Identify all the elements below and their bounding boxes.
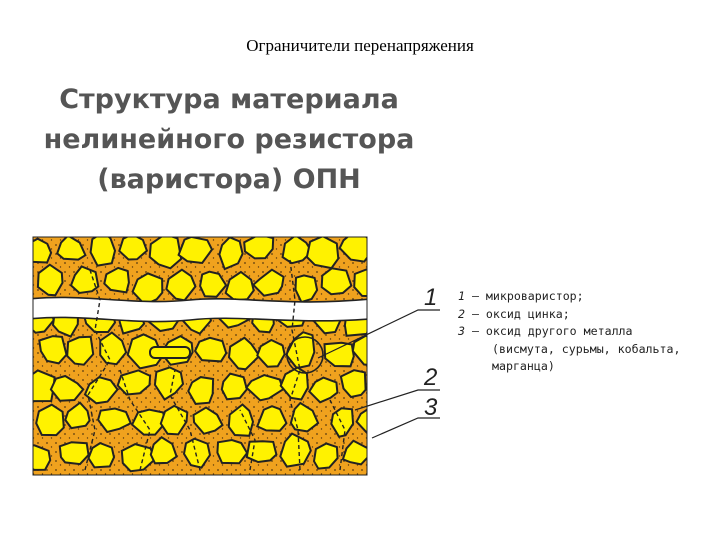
- zinc-oxide-grain: [341, 439, 367, 466]
- zinc-oxide-grain: [220, 372, 249, 401]
- zinc-oxide-grain: [33, 444, 52, 471]
- zinc-oxide-grain: [245, 440, 278, 464]
- legend-item-3-cont-1: (висмута, сурьмы, кобальта,: [492, 341, 681, 356]
- callout-3: 3: [424, 394, 438, 421]
- legend-item-3: 3 — оксид другого металла: [458, 324, 633, 338]
- zinc-oxide-grain: [330, 407, 355, 438]
- zinc-oxide-grain: [33, 369, 56, 403]
- zinc-oxide-grain: [216, 438, 249, 465]
- callout-1: 1: [424, 284, 438, 311]
- crack-channel: [33, 296, 367, 323]
- microstructure-panel: [33, 237, 367, 475]
- zinc-oxide-grain: [49, 374, 85, 402]
- zinc-oxide-grain: [58, 441, 90, 466]
- zinc-oxide-grain: [218, 237, 244, 271]
- zinc-oxide-grain: [148, 237, 183, 270]
- zinc-oxide-grain: [33, 237, 53, 264]
- zinc-oxide-grain: [116, 369, 152, 396]
- zinc-oxide-grain: [243, 237, 275, 260]
- leader-lines: [317, 309, 440, 439]
- zinc-oxide-grain: [192, 406, 224, 435]
- current-path: [119, 369, 151, 471]
- zinc-oxide-grain: [353, 268, 367, 298]
- current-path: [239, 409, 256, 471]
- zinc-oxide-grain: [256, 405, 288, 432]
- zinc-oxide-grain: [199, 270, 228, 298]
- zinc-oxide-grain: [245, 374, 285, 402]
- legend-item-3-cont-2: марганца): [492, 359, 555, 373]
- zinc-oxide-grain: [227, 403, 255, 437]
- zinc-oxide-grain: [308, 376, 339, 404]
- zinc-oxide-grain: [64, 401, 91, 430]
- callout-2: 2: [424, 364, 438, 391]
- legend-item-2: 2 — оксид цинка;: [458, 306, 570, 321]
- zinc-oxide-grain: [281, 237, 313, 265]
- zinc-oxide-grain: [251, 268, 285, 297]
- current-path: [84, 269, 111, 471]
- zinc-oxide-grain: [193, 336, 228, 363]
- zinc-oxide-grain: [35, 403, 65, 437]
- current-paths: [84, 259, 346, 471]
- zinc-oxide-grain: [149, 436, 178, 465]
- zinc-oxide-grain: [227, 336, 261, 371]
- zinc-oxide-grain: [99, 331, 128, 366]
- zinc-oxide-grain: [294, 274, 319, 304]
- zinc-oxide-grain: [305, 237, 340, 270]
- zinc-oxide-grain: [339, 369, 367, 399]
- zinc-oxide-grain: [83, 376, 119, 405]
- zinc-oxide-grain: [36, 263, 64, 297]
- zinc-oxide-grain: [118, 237, 149, 261]
- panel-border: [32, 236, 368, 476]
- heading-line-1: Структура материала: [59, 84, 399, 115]
- slide-title: Ограничители перенапряжения: [246, 36, 474, 55]
- zinc-oxide-grain: [177, 237, 214, 265]
- zinc-oxide-grain: [153, 366, 185, 401]
- zinc-oxide-grain: [149, 346, 191, 359]
- zinc-oxide-grain: [279, 432, 312, 468]
- zinc-oxide-grain: [256, 338, 286, 368]
- zinc-oxide-grain: [323, 341, 355, 368]
- zinc-oxide-grain: [66, 335, 95, 366]
- zinc-oxide-grain: [126, 333, 164, 370]
- zinc-oxide-grain: [312, 442, 339, 470]
- zinc-oxide-grain: [38, 335, 68, 365]
- zinc-oxide-grains: [33, 237, 367, 473]
- zinc-oxide-grain: [351, 334, 367, 366]
- zinc-oxide-grain: [187, 376, 215, 405]
- zinc-oxide-grain: [320, 267, 353, 296]
- zinc-oxide-grain: [338, 237, 367, 263]
- zinc-oxide-grain: [97, 407, 132, 434]
- legend-item-1: 1 — микроваристор;: [458, 289, 584, 303]
- heading-line-3: (варистора) ОПН: [97, 164, 361, 195]
- zinc-oxide-grain: [355, 408, 367, 435]
- zinc-oxide-grain: [56, 237, 87, 261]
- zinc-oxide-grain: [103, 266, 130, 294]
- zinc-oxide-grain: [289, 401, 320, 433]
- zinc-oxide-grain: [120, 443, 157, 473]
- zinc-oxide-grain: [131, 272, 164, 306]
- diagram-heading: Структура материала нелинейного резистор…: [24, 80, 434, 200]
- zinc-oxide-grain: [159, 404, 189, 436]
- current-path: [169, 369, 201, 471]
- heading-line-2: нелинейного резистора: [43, 124, 415, 155]
- zinc-oxide-grain: [87, 441, 116, 469]
- legend: 1 — микроваристор; 2 — оксид цинка; 3 — …: [458, 288, 720, 376]
